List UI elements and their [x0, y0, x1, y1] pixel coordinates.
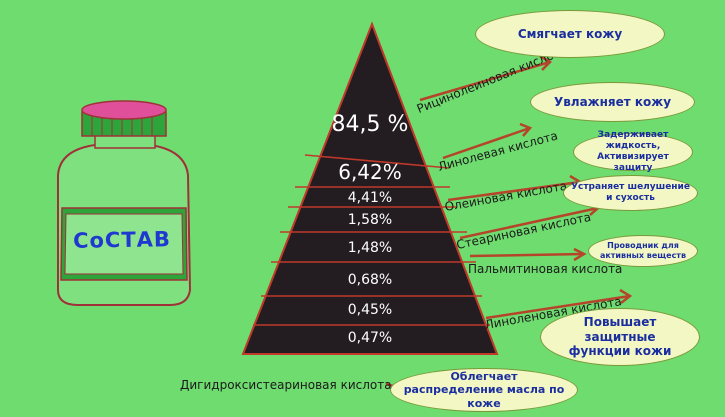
effect-bubble-conductor: Проводник для активных веществ — [588, 235, 698, 267]
jar-cap-top — [81, 100, 167, 120]
level-percent-3: 4,41% — [347, 190, 393, 206]
effect-bubble-moisturize: Увлажняет кожу — [530, 82, 695, 122]
effect-bubble-flaking: Устраняет шелушение и сухость — [563, 175, 698, 211]
level-percent-7: 0,45% — [347, 302, 393, 318]
level-percent-4: 1,58% — [347, 212, 393, 228]
level-percent-2: 6,42% — [338, 160, 402, 184]
pyramid-shape — [241, 21, 499, 355]
acid-label-dihydroxystearic: Дигидроксистеариновая кислота — [180, 378, 392, 392]
effect-bubble-protect: Повышает защитные функции кожи — [540, 308, 700, 366]
level-percent-1: 84,5 % — [331, 112, 409, 137]
effect-bubble-distribute: Облегчает распределение масла по коже — [390, 368, 578, 412]
arrow-5 — [469, 252, 585, 258]
effect-bubble-soften: Смягчает кожу — [475, 10, 665, 58]
jar-label-area — [64, 213, 184, 275]
level-percent-6: 0,68% — [347, 272, 393, 288]
connector-arrows — [385, 54, 633, 388]
pyramid-dividers — [253, 154, 490, 326]
acid-label-palmitic: Пальмитиновая кислота — [468, 262, 623, 276]
divider-line — [304, 154, 450, 169]
arrow-1 — [419, 60, 551, 102]
arrow-2 — [442, 126, 531, 160]
level-percent-5: 1,48% — [347, 240, 393, 256]
level-percent-8: 0,47% — [347, 330, 393, 346]
arrow-6 — [485, 294, 631, 320]
effect-bubble-retain: Задерживает жидкость, Активизирует защит… — [573, 130, 693, 173]
arrow-4 — [459, 206, 599, 240]
arrow-3 — [447, 180, 581, 202]
